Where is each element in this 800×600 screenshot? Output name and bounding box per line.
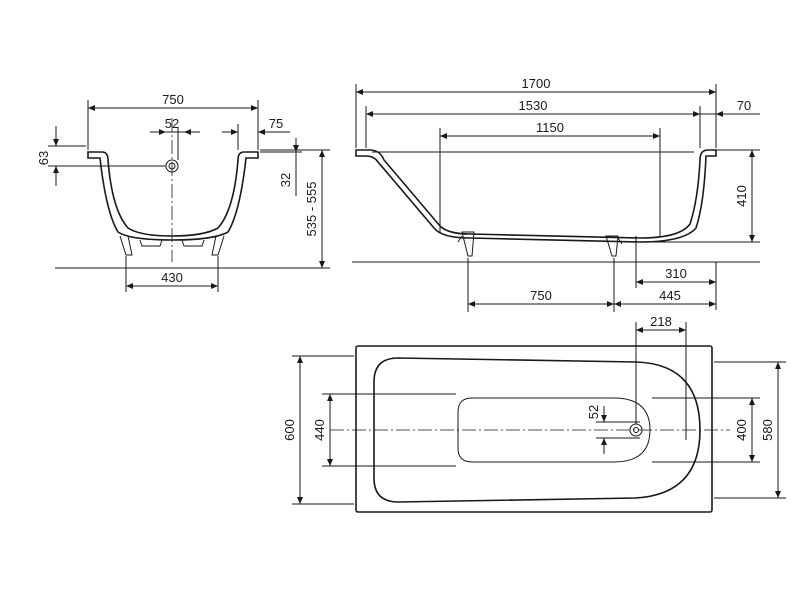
top-view: 218 52 600 440 400 580 [282,314,786,513]
dim-side-foot-offset-label: 445 [659,288,681,303]
top-view-inner-basin [373,357,701,503]
dim-top-drain-from-end-label: 218 [650,314,672,329]
dim-top-inner-width-label: 440 [312,419,327,441]
dim-end-feet-span-label: 430 [161,270,183,285]
side-view-tub-outline [355,149,717,243]
end-view-tub-outline [87,151,259,241]
end-view: 750 52 75 63 32 535 - 555 430 [36,92,330,292]
dim-end-rim-width-label: 75 [269,116,283,131]
dim-end-rim-height-label: 63 [36,151,51,165]
side-view: 1700 1530 70 1150 410 310 750 445 [352,76,760,312]
dim-top-drain-offset-label: 52 [586,405,601,419]
dim-side-feet-spacing-label: 750 [530,288,552,303]
dim-top-bottom-width-label: 400 [734,419,749,441]
dim-side-length-label: 1700 [522,76,551,91]
top-view-outer-rim [355,345,713,513]
dim-end-height-label: 535 - 555 [304,182,319,237]
dim-side-overhang-label: 70 [737,98,751,113]
dim-side-depth-label: 410 [734,185,749,207]
dim-side-drain-offset-label: 310 [665,266,687,281]
dim-top-rim-width-label: 580 [760,419,775,441]
dim-end-width-label: 750 [162,92,184,107]
dim-end-drain-height-label: 32 [278,173,293,187]
dim-top-width-label: 600 [282,419,297,441]
dim-end-drain-offset-label: 52 [165,116,179,131]
side-view-feet [457,231,623,257]
dim-side-inner-length-label: 1530 [519,98,548,113]
end-view-feet [119,235,225,256]
top-view-bottom-area [457,397,651,463]
dim-side-bottom-length-label: 1150 [536,120,564,135]
